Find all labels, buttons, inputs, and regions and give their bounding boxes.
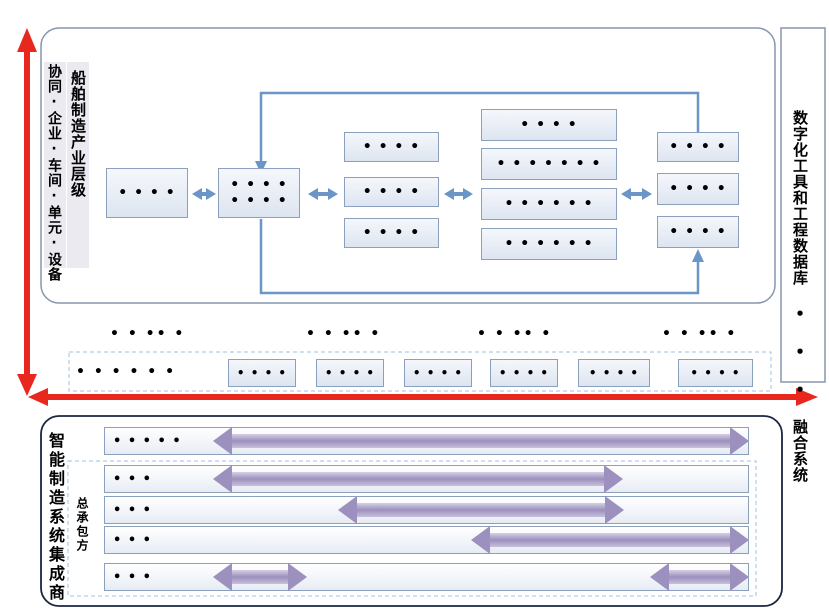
strip-item-2: • • • •: [316, 359, 384, 387]
horizontal-axis-arrowhead-right: [796, 388, 818, 406]
group-label-1: • • •• •: [110, 326, 186, 342]
strip-item-5: • • • •: [578, 359, 650, 387]
column-3-item-1: • • • •: [481, 109, 617, 141]
node-left: • • • •: [106, 168, 188, 218]
bottom-row-4: • • •: [104, 526, 749, 554]
bottom-dashed-region: [67, 460, 757, 597]
flow-loop-top: [259, 91, 700, 168]
right-panel: [780, 27, 826, 383]
bottom-row-1: • • • • •: [104, 427, 749, 455]
right-panel-label: 数字化工具和工程数据库 • • • 融合系统: [791, 110, 809, 483]
bottom-row-2: • • •: [104, 465, 749, 493]
industry-scope-label: 协同·企业·车间·单元·设备: [46, 64, 62, 282]
strip-item-1: • • • •: [228, 359, 296, 387]
flow-loop-top-arrowhead: [255, 161, 267, 174]
group-label-3: • • •• •: [477, 326, 553, 342]
group-label-2: • • •• •: [306, 326, 382, 342]
double-arrow-2: [308, 188, 338, 200]
double-arrow-1: [192, 188, 216, 200]
horizontal-axis-arrowhead-left: [28, 388, 48, 406]
column-3-item-4: • • • • • •: [481, 228, 617, 260]
strip-item-6: • • • •: [678, 359, 753, 387]
column-4-item-2: • • • •: [657, 173, 739, 205]
left-label-2-bg: [67, 62, 89, 268]
double-arrow-3: [444, 188, 473, 200]
column-2-item-3: • • • •: [344, 218, 439, 248]
column-3-item-3: • • • • • •: [481, 188, 617, 220]
column-2-item-1: • • • •: [344, 132, 439, 162]
bottom-row-5: • • •: [104, 563, 749, 591]
column-4-item-1: • • • •: [657, 132, 739, 162]
top-panel: [40, 27, 776, 304]
double-arrow-4: [621, 188, 652, 200]
vertical-axis-arrowhead-top: [17, 28, 37, 52]
node-center-line-2: • • • •: [230, 193, 288, 209]
column-4-item-3: • • • •: [657, 216, 739, 248]
integrator-label: 智能制造系统集成商: [46, 432, 65, 603]
column-3-item-2: • • • • • • •: [481, 148, 617, 180]
vertical-axis-arrowhead-bottom: [17, 374, 37, 396]
strip-item-3: • • • •: [404, 359, 472, 387]
node-center: • • • • • • • •: [218, 168, 300, 218]
column-2-item-2: • • • •: [344, 177, 439, 207]
flow-loop-bottom: [259, 219, 700, 295]
group-label-4: • • •• •: [662, 326, 738, 342]
industry-level-label: 船舶制造产业层级: [69, 70, 87, 198]
flow-loop-bottom-arrowhead: [692, 249, 704, 262]
strip-label: • • • • • •: [76, 364, 177, 380]
node-center-line-1: • • • •: [230, 177, 288, 193]
strip-item-4: • • • •: [490, 359, 558, 387]
contractor-label: 总承包方: [75, 497, 89, 553]
bottom-row-3: • • •: [104, 496, 749, 524]
left-label-1-bg: [44, 62, 66, 268]
